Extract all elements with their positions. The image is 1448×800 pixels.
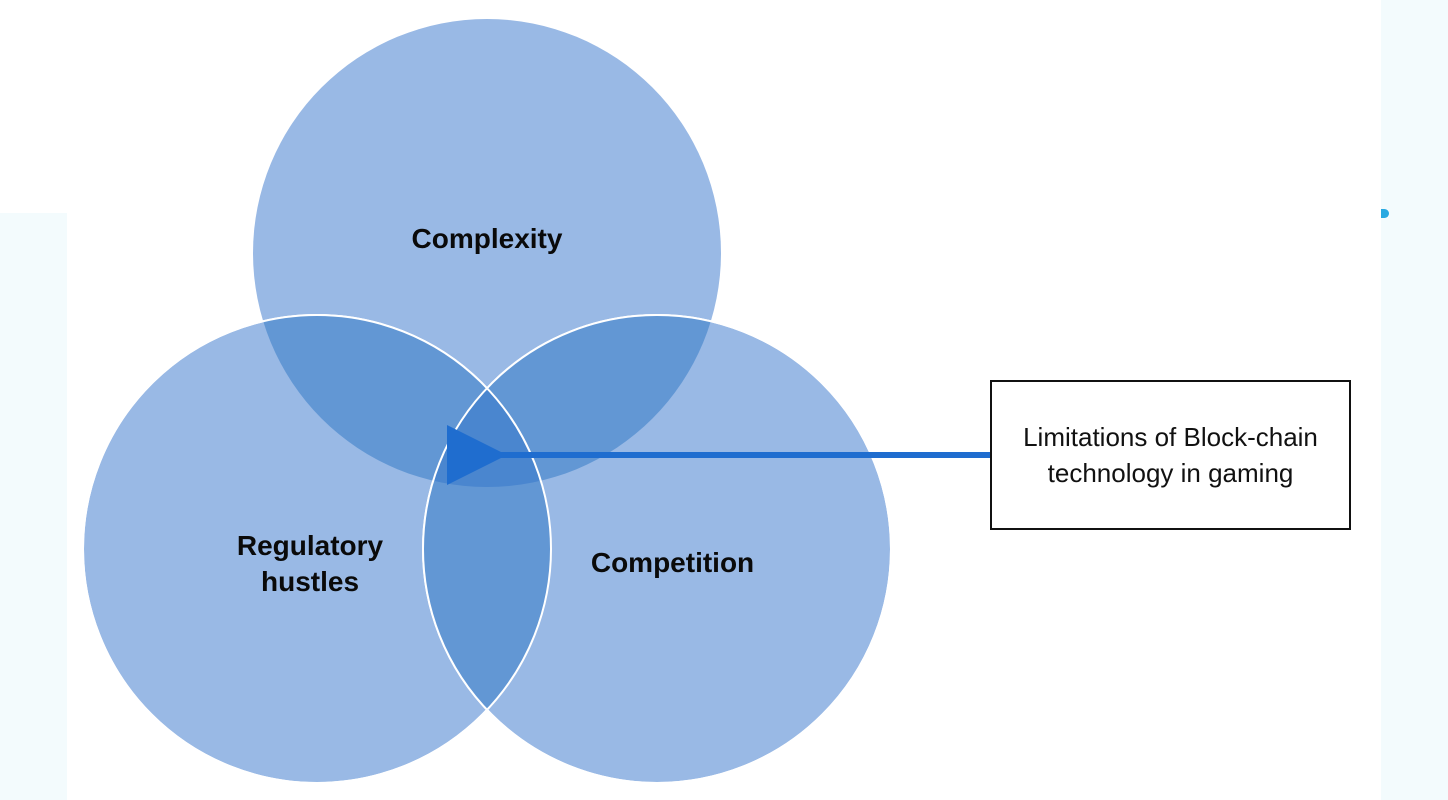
left-side-panel	[0, 213, 67, 800]
callout-text: Limitations of Block-chain technology in…	[1023, 422, 1318, 488]
overlap-complexity-competition	[423, 315, 721, 487]
overlap-complexity-regulatory	[253, 315, 551, 487]
accent-dot	[1381, 209, 1389, 218]
label-regulatory-hustles: Regulatory hustles	[236, 530, 384, 597]
circle-border-competition	[422, 314, 892, 784]
circle-border-regulatory	[82, 314, 552, 784]
callout-box: Limitations of Block-chain technology in…	[990, 380, 1351, 530]
label-complexity: Complexity	[411, 223, 563, 254]
right-side-panel	[1381, 0, 1448, 800]
label-competition: Competition	[590, 547, 755, 578]
